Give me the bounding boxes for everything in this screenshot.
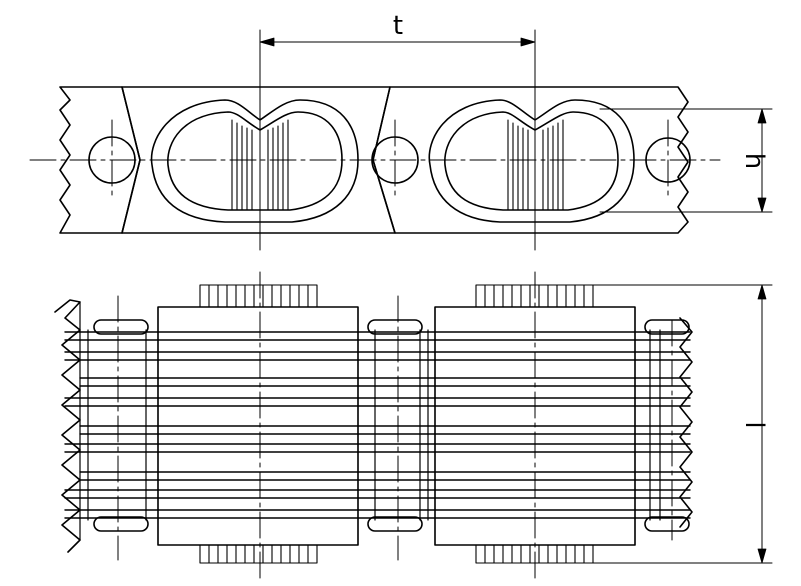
plan-view xyxy=(54,271,693,583)
roller-teeth xyxy=(199,284,594,564)
left-break-edge xyxy=(54,299,81,553)
pitch-dimension xyxy=(259,29,536,251)
right-break-edge xyxy=(679,317,693,528)
height-label: h xyxy=(739,153,769,169)
pin-heads xyxy=(93,319,690,532)
pin-lines xyxy=(79,301,661,541)
length-label: l xyxy=(739,421,769,428)
length-dimension xyxy=(592,284,773,564)
link-plates xyxy=(64,331,691,519)
height-dimension xyxy=(599,108,773,213)
roller-window-left xyxy=(150,99,359,223)
pitch-label: t xyxy=(393,11,403,41)
side-view xyxy=(29,86,721,234)
right-link-outline xyxy=(372,86,689,234)
roller-window-right xyxy=(428,99,635,223)
